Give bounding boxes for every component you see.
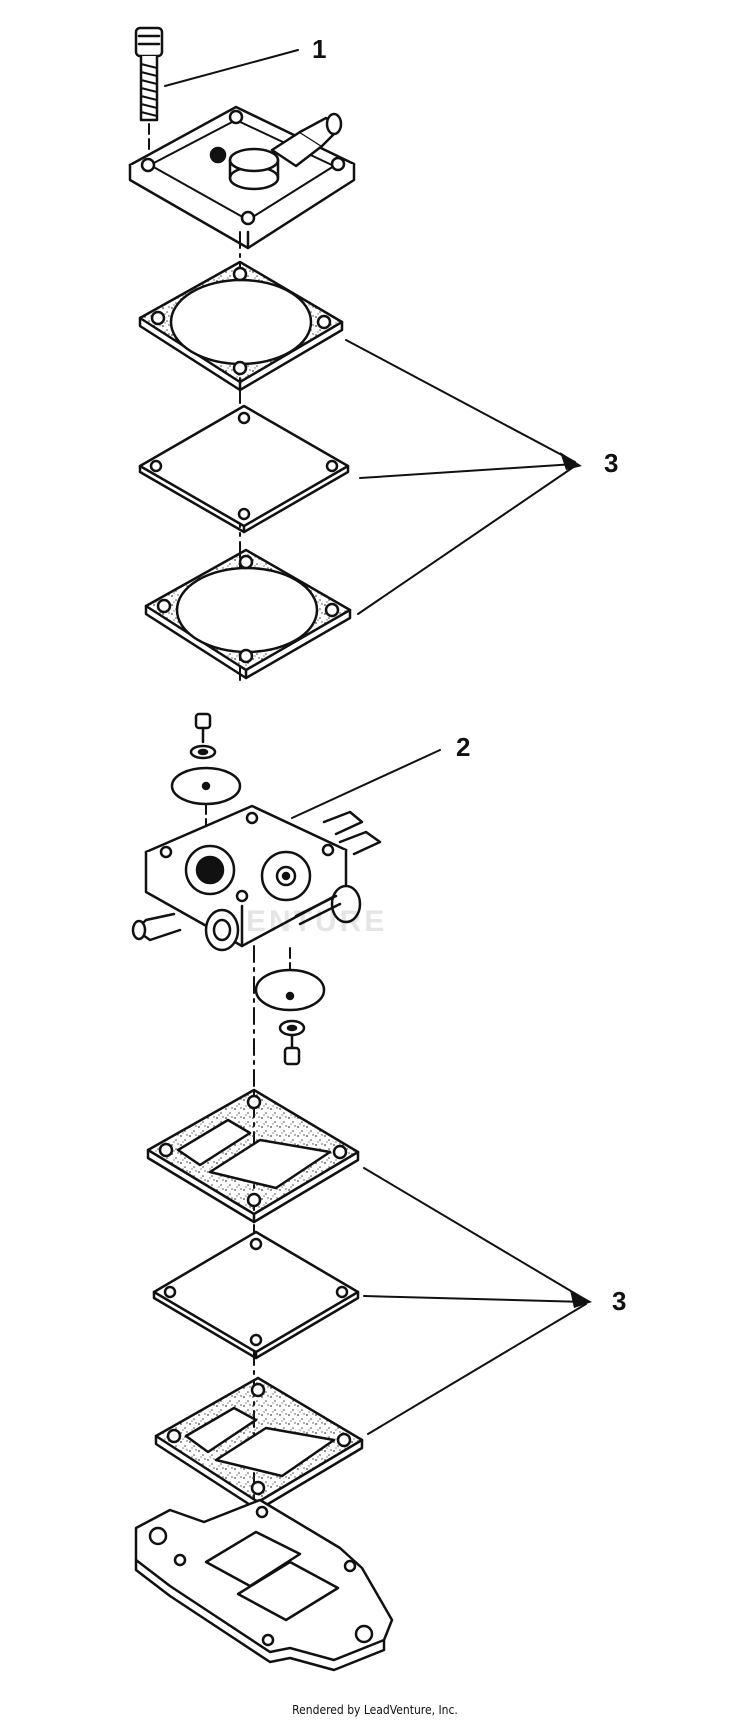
watermark-text: ENTURE	[246, 905, 388, 938]
valve-screw-lower	[254, 947, 326, 1066]
callout-part-2: 2	[456, 732, 470, 762]
pump-body-part-2	[131, 804, 382, 952]
gasket-ring-upper-1	[138, 260, 344, 392]
footer-credit: Rendered by LeadVenture, Inc.	[292, 1703, 458, 1717]
leader-arrowheads	[560, 452, 592, 1308]
base-flange	[134, 1498, 394, 1672]
leader-lines	[164, 49, 587, 1435]
gasket-window-lower-1	[146, 1088, 360, 1224]
callout-part-3-upper: 3	[604, 448, 618, 478]
gasket-window-lower-2	[154, 1376, 364, 1512]
callout-part-3-lower: 3	[612, 1286, 626, 1316]
diaphragm-upper	[138, 404, 350, 534]
pump-cover	[128, 105, 356, 250]
diaphragm-lower	[152, 1230, 360, 1360]
screw-part-1	[134, 26, 164, 151]
valve-screw-upper	[170, 712, 242, 851]
gasket-ring-upper-2	[144, 548, 352, 680]
callout-part-1: 1	[312, 34, 326, 64]
